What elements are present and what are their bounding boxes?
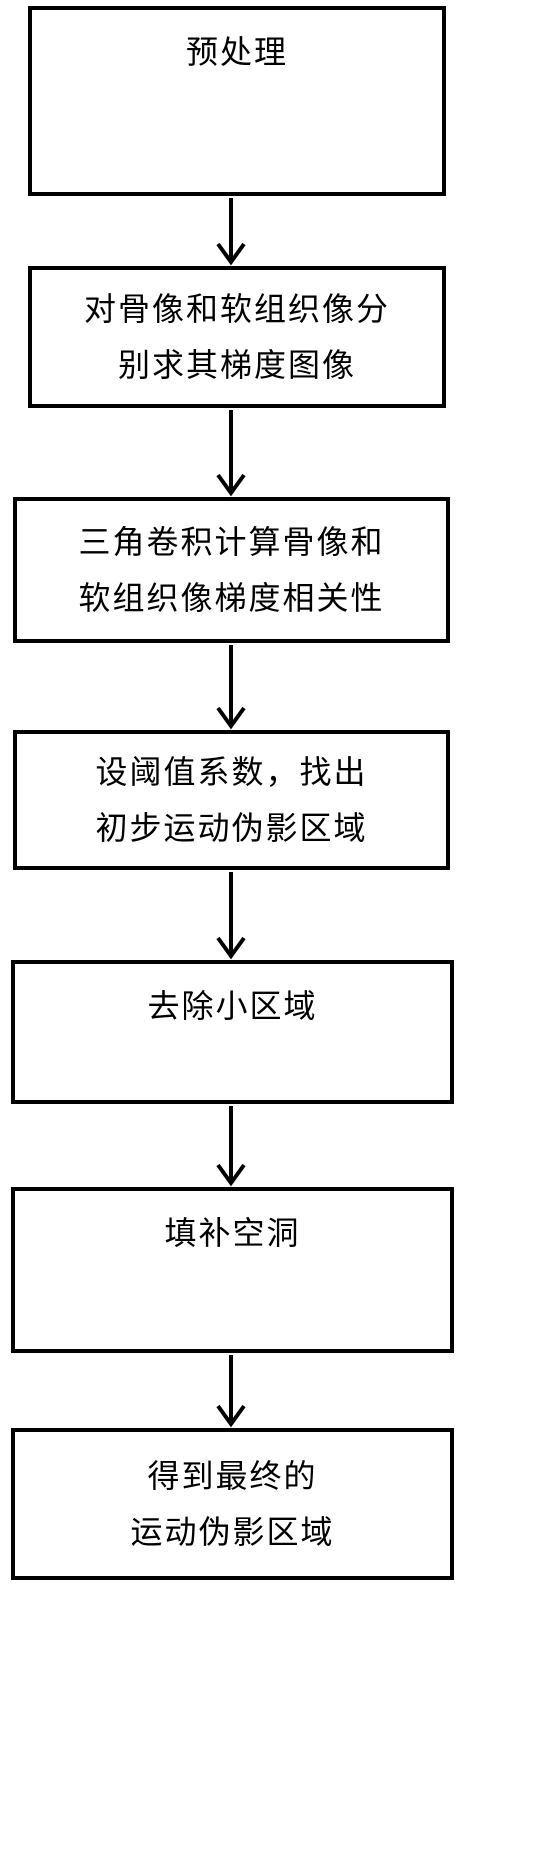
step-box-gradient-images: 对骨像和软组织像分 别求其梯度图像 [28,266,446,408]
step-box-preprocessing: 预处理 [28,6,446,196]
step-label-final-region-line2: 运动伪影区域 [130,1513,335,1551]
step-label-threshold-line1: 设阈值系数，找出 [95,753,368,791]
arrow-head-2 [216,473,246,497]
step-label-triangular-convolution-line1: 三角卷积计算骨像和 [78,523,385,561]
step-label-final-region-line1: 得到最终的 [147,1457,318,1495]
arrow-head-5 [216,1163,246,1187]
arrow-head-6 [216,1404,246,1428]
arrow-head-4 [216,936,246,960]
step-label-gradient-images-line1: 对骨像和软组织像分 [83,290,390,328]
step-label-gradient-images-line2: 别求其梯度图像 [117,346,356,384]
step-box-remove-small-regions: 去除小区域 [11,960,454,1104]
step-box-fill-holes: 填补空洞 [11,1187,454,1353]
arrow-head-1 [216,242,246,266]
step-box-triangular-convolution: 三角卷积计算骨像和 软组织像梯度相关性 [13,497,450,643]
step-label-fill-holes: 填补空洞 [164,1214,301,1252]
step-box-threshold: 设阈值系数，找出 初步运动伪影区域 [13,730,450,870]
step-label-remove-small-regions: 去除小区域 [147,987,318,1025]
step-label-preprocessing: 预处理 [185,33,288,71]
arrow-head-3 [216,706,246,730]
step-label-triangular-convolution-line2: 软组织像梯度相关性 [78,579,385,617]
step-label-threshold-line2: 初步运动伪影区域 [95,809,368,847]
step-box-final-region: 得到最终的 运动伪影区域 [11,1428,454,1580]
arrow-group [216,198,246,1428]
